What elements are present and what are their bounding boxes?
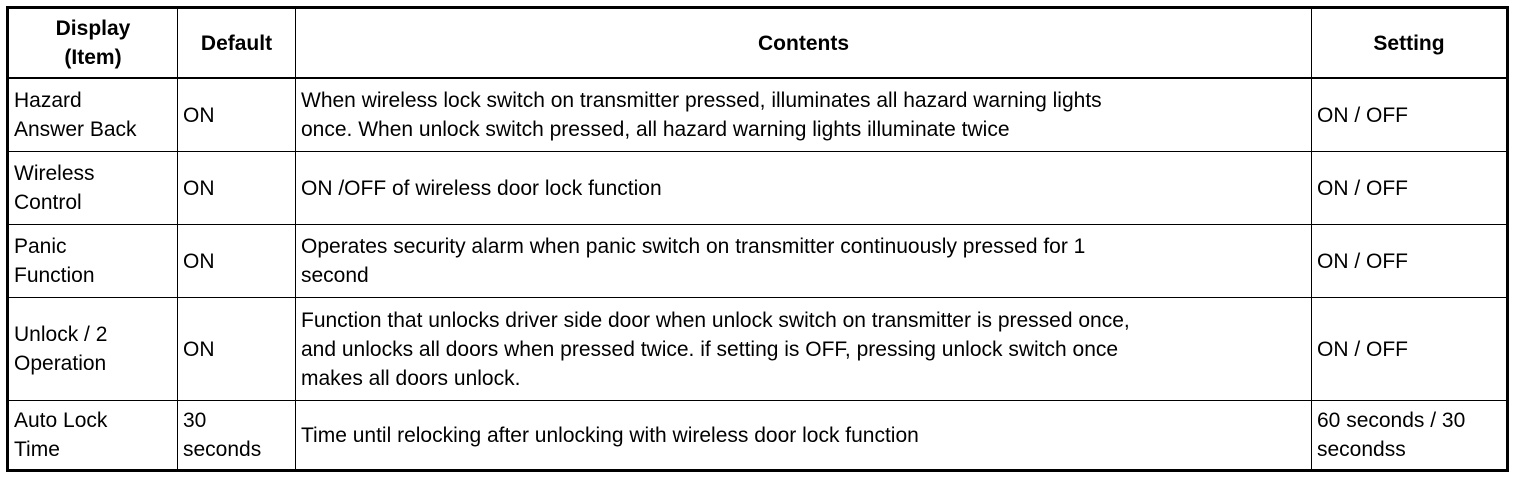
cell-display: Panic Function xyxy=(7,224,178,298)
cell-contents: When wireless lock switch on transmitter… xyxy=(295,77,1312,152)
cell-contents: Function that unlocks driver side door w… xyxy=(295,297,1312,401)
cell-display: Auto Lock Time xyxy=(7,400,178,471)
cell-display: Unlock / 2 Operation xyxy=(7,297,178,401)
table-row: Auto Lock Time 30 seconds Time until rel… xyxy=(7,400,1508,471)
header-display: Display (Item) xyxy=(7,7,178,79)
cell-setting: 60 seconds / 30 secondss xyxy=(1311,400,1508,471)
cell-setting: ON / OFF xyxy=(1311,151,1508,225)
cell-default: ON xyxy=(177,297,296,401)
table-row: Panic Function ON Operates security alar… xyxy=(7,224,1508,298)
header-contents: Contents xyxy=(295,7,1312,79)
cell-default: ON xyxy=(177,224,296,298)
table-row: Hazard Answer Back ON When wireless lock… xyxy=(7,77,1508,152)
cell-display: Hazard Answer Back xyxy=(7,77,178,152)
cell-display: Wireless Control xyxy=(7,151,178,225)
cell-setting: ON / OFF xyxy=(1311,297,1508,401)
cell-contents: ON /OFF of wireless door lock function xyxy=(295,151,1312,225)
cell-default: 30 seconds xyxy=(177,400,296,471)
cell-contents: Time until relocking after unlocking wit… xyxy=(295,400,1312,471)
header-row: Display (Item) Default Contents Setting xyxy=(7,7,1508,79)
cell-default: ON xyxy=(177,151,296,225)
header-default: Default xyxy=(177,7,296,79)
cell-default: ON xyxy=(177,77,296,152)
settings-table: Display (Item) Default Contents Setting … xyxy=(6,6,1509,472)
cell-contents: Operates security alarm when panic switc… xyxy=(295,224,1312,298)
table-row: Unlock / 2 Operation ON Function that un… xyxy=(7,297,1508,401)
cell-setting: ON / OFF xyxy=(1311,77,1508,152)
cell-setting: ON / OFF xyxy=(1311,224,1508,298)
table-row: Wireless Control ON ON /OFF of wireless … xyxy=(7,151,1508,225)
header-setting: Setting xyxy=(1311,7,1508,79)
